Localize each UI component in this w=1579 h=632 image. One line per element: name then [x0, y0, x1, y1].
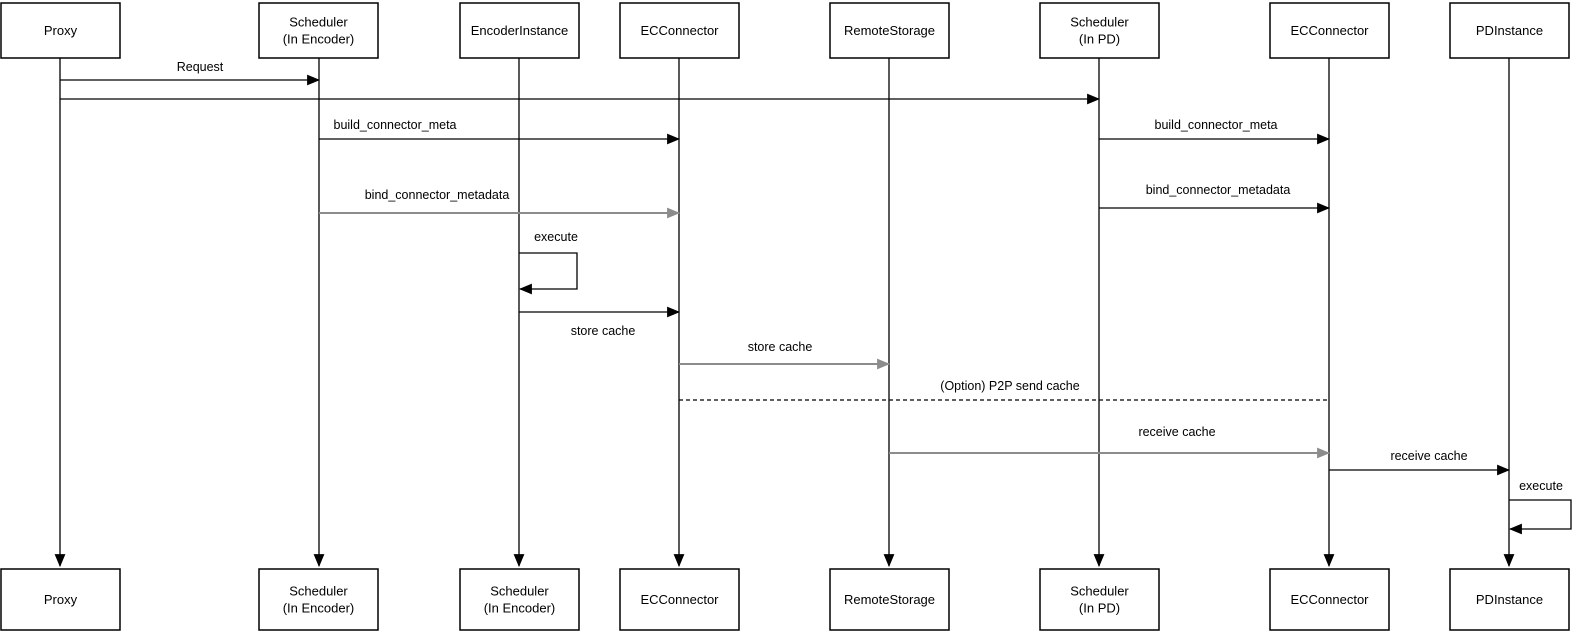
actor-bottom-box-scheduler-in-encoder [258, 568, 379, 631]
actor-bottom-box-pd-instance [1449, 568, 1570, 631]
message-receive-cache-remote-to-ec: receive cache [889, 425, 1331, 459]
actor-top-box-ec-connector-pd [1269, 2, 1390, 59]
actor-bottom-pd-instance: PDInstance [1449, 568, 1570, 631]
message-label-bind-connector-metadata-encoder: bind_connector_metadata [365, 188, 510, 202]
actor-bottom-box-proxy [0, 568, 121, 631]
actor-bottom-scheduler-in-encoder: Scheduler (In Encoder) [258, 568, 379, 631]
actor-top-remote-storage: RemoteStorage [829, 2, 950, 59]
self-message-execute-pd: execute [1508, 479, 1572, 535]
message-label-receive-cache-remote-to-ec: receive cache [1138, 425, 1215, 439]
actor-bottom-label-encoder-instance: (In Encoder) [484, 601, 556, 616]
message-label-request: Request [177, 60, 224, 74]
actor-bottom-ec-connector-pd: ECConnector [1269, 568, 1390, 631]
actor-top-box-remote-storage [829, 2, 950, 59]
message-store-cache-encoder-to-ec: store cache [519, 306, 681, 338]
self-message-label-execute-pd: execute [1519, 479, 1563, 493]
message-label-bind-connector-metadata-pd: bind_connector_metadata [1146, 183, 1291, 197]
self-message-path-execute-encoder [518, 252, 578, 295]
actor-bottom-label-pd-instance: PDInstance [1476, 592, 1543, 607]
message-label-store-cache-encoder-to-ec: store cache [571, 324, 636, 338]
actor-top-label-ec-connector-pd: ECConnector [1290, 23, 1369, 38]
self-message-path-execute-pd [1508, 499, 1572, 535]
actor-bottom-label-scheduler-in-encoder: Scheduler [289, 584, 348, 599]
actor-bottom-box-remote-storage [829, 568, 950, 631]
actor-top-label-ec-connector-encoder: ECConnector [640, 23, 719, 38]
actor-top-scheduler-in-encoder: Scheduler (In Encoder) [258, 2, 379, 59]
actor-top-label-pd-instance: PDInstance [1476, 23, 1543, 38]
actor-bottom-box-scheduler-in-pd [1039, 568, 1160, 631]
actor-bottom-proxy: Proxy [0, 568, 121, 631]
message-request: Request [60, 60, 321, 86]
message-receive-cache-ec-to-pd: receive cache [1329, 449, 1511, 476]
actor-bottom-encoder-instance: Scheduler (In Encoder) [459, 568, 580, 631]
actor-top-label-scheduler-in-encoder: Scheduler [289, 15, 348, 30]
actor-bottom-box-encoder-instance [459, 568, 580, 631]
actor-top-ec-connector-encoder: ECConnector [619, 2, 740, 59]
actor-top-label-encoder-instance: EncoderInstance [471, 23, 569, 38]
actor-bottom-box-ec-connector-encoder [619, 568, 740, 631]
message-label-build-connector-meta-encoder: build_connector_meta [334, 118, 457, 132]
actor-top-box-scheduler-in-encoder [258, 2, 379, 59]
actor-bottom-remote-storage: RemoteStorage [829, 568, 950, 631]
message-bind-connector-metadata-pd: bind_connector_metadata [1099, 183, 1331, 214]
actor-bottom-ec-connector-encoder: ECConnector [619, 568, 740, 631]
self-message-execute-encoder: execute [518, 230, 578, 295]
actor-top-box-encoder-instance [459, 2, 580, 59]
message-label-p2p-send-cache: (Option) P2P send cache [940, 379, 1079, 393]
actor-top-label-scheduler-in-pd: Scheduler [1070, 15, 1129, 30]
actor-bottom-box-ec-connector-pd [1269, 568, 1390, 631]
actor-top-ec-connector-pd: ECConnector [1269, 2, 1390, 59]
actor-bottom-label-remote-storage: RemoteStorage [844, 592, 935, 607]
actor-bottom-label-scheduler-in-pd: (In PD) [1079, 601, 1120, 616]
message-build-connector-meta-encoder: build_connector_meta [319, 118, 681, 145]
message-store-cache-ec-to-remote: store cache [679, 340, 891, 370]
actor-bottom-scheduler-in-pd: Scheduler (In PD) [1039, 568, 1160, 631]
actor-top-label-remote-storage: RemoteStorage [844, 23, 935, 38]
message-p2p-send-cache: (Option) P2P send cache [679, 379, 1329, 401]
actor-top-box-pd-instance [1449, 2, 1570, 59]
actor-top-pd-instance: PDInstance [1449, 2, 1570, 59]
message-label-receive-cache-ec-to-pd: receive cache [1390, 449, 1467, 463]
actor-top-encoder-instance: EncoderInstance [459, 2, 580, 59]
actor-bottom-label-proxy: Proxy [44, 592, 78, 607]
actor-bottom-label-ec-connector-pd: ECConnector [1290, 592, 1369, 607]
self-message-label-execute-encoder: execute [534, 230, 578, 244]
actor-top-box-scheduler-in-pd [1039, 2, 1160, 59]
actor-top-label-scheduler-in-encoder: (In Encoder) [283, 32, 355, 47]
actor-bottom-label-ec-connector-encoder: ECConnector [640, 592, 719, 607]
message-build-connector-meta-pd: build_connector_meta [1099, 118, 1331, 145]
actor-top-box-proxy [0, 2, 121, 59]
message-label-store-cache-ec-to-remote: store cache [748, 340, 813, 354]
message-label-build-connector-meta-pd: build_connector_meta [1155, 118, 1278, 132]
actor-bottom-label-encoder-instance: Scheduler [490, 584, 549, 599]
actor-top-scheduler-in-pd: Scheduler (In PD) [1039, 2, 1160, 59]
actor-top-label-scheduler-in-pd: (In PD) [1079, 32, 1120, 47]
actor-bottom-label-scheduler-in-pd: Scheduler [1070, 584, 1129, 599]
message-bind-connector-metadata-encoder: bind_connector_metadata [319, 188, 681, 219]
actor-top-box-ec-connector-encoder [619, 2, 740, 59]
actor-top-label-proxy: Proxy [44, 23, 78, 38]
actor-top-proxy: Proxy [0, 2, 121, 59]
actor-bottom-label-scheduler-in-encoder: (In Encoder) [283, 601, 355, 616]
